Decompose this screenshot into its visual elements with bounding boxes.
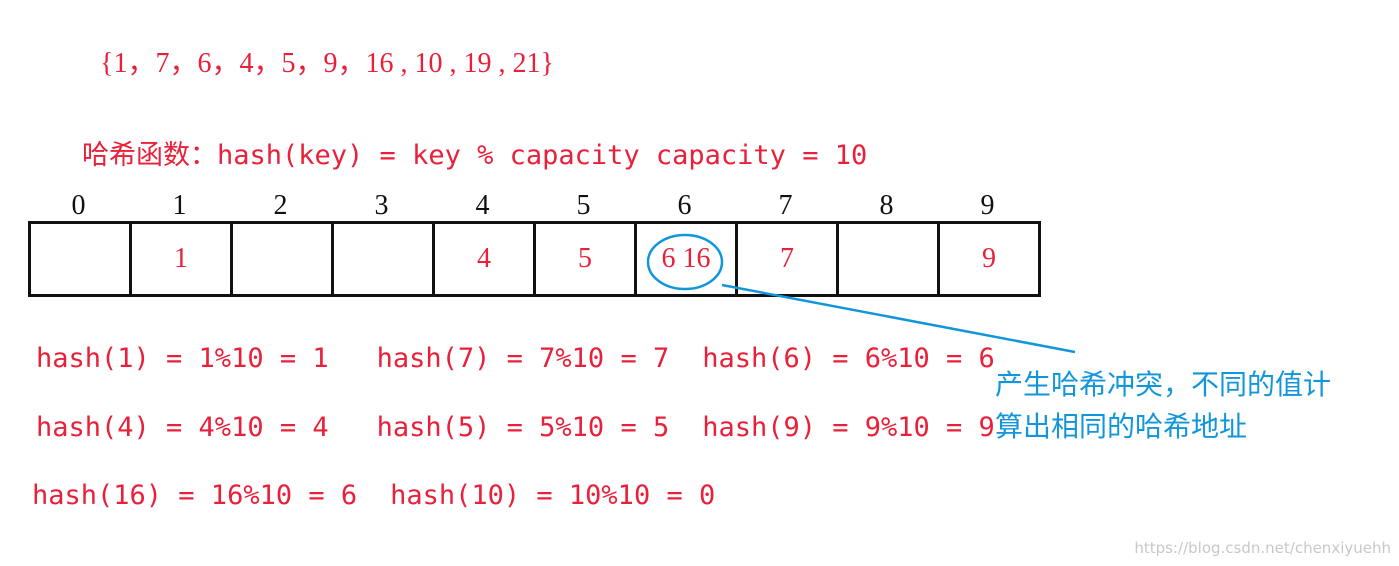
collision-note-line-2: 算出相同的哈希地址 [995,410,1248,443]
collision-note: 产生哈希冲突，不同的值计 算出相同的哈希地址 [995,364,1385,448]
bucket-4: 4 [435,224,536,294]
index-label-1: 1 [172,190,187,221]
index-label-4: 4 [475,190,490,221]
index-label-0: 0 [71,190,86,221]
hash-table-array: 1 4 5 6 16 7 9 [28,221,1041,297]
bucket-6: 6 16 [637,224,738,294]
bucket-3 [334,224,435,294]
bucket-9: 9 [940,224,1041,294]
calc-row-3: hash(16) = 16%10 = 6 hash(10) = 10%10 = 0 [32,482,715,509]
index-label-8: 8 [879,190,894,221]
bucket-7: 7 [738,224,839,294]
index-label-9: 9 [980,190,995,221]
calc-hash-1: hash(1) = 1%10 = 1 [36,343,329,374]
hash-function-formula: 哈希函数：hash(key) = key % capacity capacity… [82,140,868,171]
collision-note-line-1: 产生哈希冲突，不同的值计 [995,368,1332,401]
calc-row-1: hash(1) = 1%10 = 1 hash(7) = 7%10 = 7 hash… [36,345,995,372]
bucket-8 [839,224,940,294]
calc-hash-6: hash(6) = 6%10 = 6 [702,343,995,374]
calc-hash-7: hash(7) = 7%10 = 7 [376,343,670,374]
bucket-5: 5 [536,224,637,294]
calc-row-2: hash(4) = 4%10 = 4 hash(5) = 5%10 = 5 hash… [36,414,995,441]
watermark: https://blog.csdn.net/chenxiyuehh [1134,539,1391,557]
index-label-3: 3 [374,190,389,221]
index-label-7: 7 [778,190,793,221]
index-label-2: 2 [273,190,288,221]
bucket-0 [31,224,132,294]
calc-hash-4: hash(4) = 4%10 = 4 [36,412,329,443]
calc-hash-5: hash(5) = 5%10 = 5 [376,412,670,443]
calc-hash-16: hash(16) = 16%10 = 6 [32,480,358,511]
index-label-6: 6 [677,190,692,221]
bucket-2 [233,224,334,294]
key-set: {1，7，6，4，5，9，16 , 10 , 19 , 21} [100,48,554,79]
calc-hash-10: hash(10) = 10%10 = 0 [390,480,716,511]
bucket-1: 1 [132,224,233,294]
index-label-5: 5 [576,190,591,221]
calc-hash-9: hash(9) = 9%10 = 9 [702,412,995,443]
